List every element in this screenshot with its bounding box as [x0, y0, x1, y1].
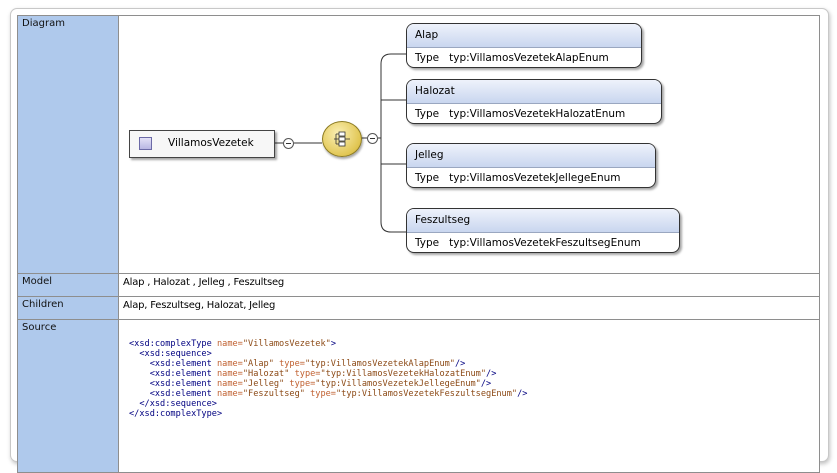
- type-label: Type: [415, 52, 440, 64]
- type-label: Type: [415, 108, 440, 120]
- element-name: Feszultseg: [407, 209, 679, 233]
- element-node-halozat[interactable]: Halozat Type typ:VillamosVezetekHalozatEn…: [406, 79, 662, 124]
- type-value: typ:VillamosVezetekFeszultsegEnum: [449, 237, 641, 249]
- children-label: Children: [17, 296, 119, 320]
- diagram-row: Diagram VillamosVezetek: [17, 15, 820, 274]
- properties-table: Diagram VillamosVezetek: [17, 15, 820, 473]
- source-line: <xsd:element name="Alap" type="typ:Villa…: [129, 359, 466, 369]
- element-name: Halozat: [407, 80, 661, 104]
- source-line: </xsd:complexType>: [129, 409, 223, 419]
- type-label: Type: [415, 172, 440, 184]
- sequence-compositor[interactable]: [322, 121, 362, 157]
- source-line: <xsd:element name="Jelleg" type="typ:Vil…: [129, 379, 492, 389]
- type-value: typ:VillamosVezetekHalozatEnum: [449, 108, 626, 120]
- model-row: Model Alap , Halozat , Jelleg , Feszults…: [17, 273, 820, 297]
- source-line: <xsd:complexType name="VillamosVezetek">: [129, 339, 336, 349]
- model-value: Alap , Halozat , Jelleg , Feszultseg: [123, 277, 285, 288]
- element-icon: [139, 137, 152, 150]
- connector-lines: [273, 53, 406, 233]
- schema-diagram: VillamosVezetek: [119, 16, 819, 269]
- source-line: </xsd:sequence>: [129, 399, 217, 409]
- source-row: Source <xsd:complexType name="VillamosVe…: [17, 319, 820, 473]
- root-element-node[interactable]: VillamosVezetek: [129, 130, 275, 158]
- element-node-jelleg[interactable]: Jelleg Type typ:VillamosVezetekJellegeEnu…: [406, 143, 656, 188]
- sequence-icon: [334, 131, 350, 147]
- type-label: Type: [415, 237, 440, 249]
- type-value: typ:VillamosVezetekJellegeEnum: [449, 172, 621, 184]
- diagram-cell: VillamosVezetek: [118, 15, 820, 274]
- children-value: Alap, Feszultseg, Halozat, Jelleg: [123, 300, 276, 311]
- documentation-panel: Diagram VillamosVezetek: [10, 8, 829, 473]
- element-node-feszultseg[interactable]: Feszultseg Type typ:VillamosVezetekFeszul…: [406, 208, 680, 253]
- diagram-label: Diagram: [17, 15, 119, 274]
- collapse-sequence-icon[interactable]: [367, 133, 378, 144]
- collapse-root-icon[interactable]: [283, 138, 294, 149]
- source-line: <xsd:element name="Halozat" type="typ:Vi…: [129, 369, 497, 379]
- root-element-name: VillamosVezetek: [168, 137, 254, 149]
- element-node-alap[interactable]: Alap Type typ:VillamosVezetekAlapEnum: [406, 23, 642, 68]
- model-label: Model: [17, 273, 119, 297]
- source-code: <xsd:complexType name="VillamosVezetek">…: [119, 320, 819, 438]
- element-name: Alap: [407, 24, 641, 48]
- source-line: <xsd:sequence>: [129, 349, 212, 359]
- source-line: <xsd:element name="Feszultseg" type="typ…: [129, 389, 528, 399]
- element-name: Jelleg: [407, 144, 655, 168]
- children-row: Children Alap, Feszultseg, Halozat, Jell…: [17, 296, 820, 320]
- source-label: Source: [17, 319, 119, 473]
- type-value: typ:VillamosVezetekAlapEnum: [449, 52, 609, 64]
